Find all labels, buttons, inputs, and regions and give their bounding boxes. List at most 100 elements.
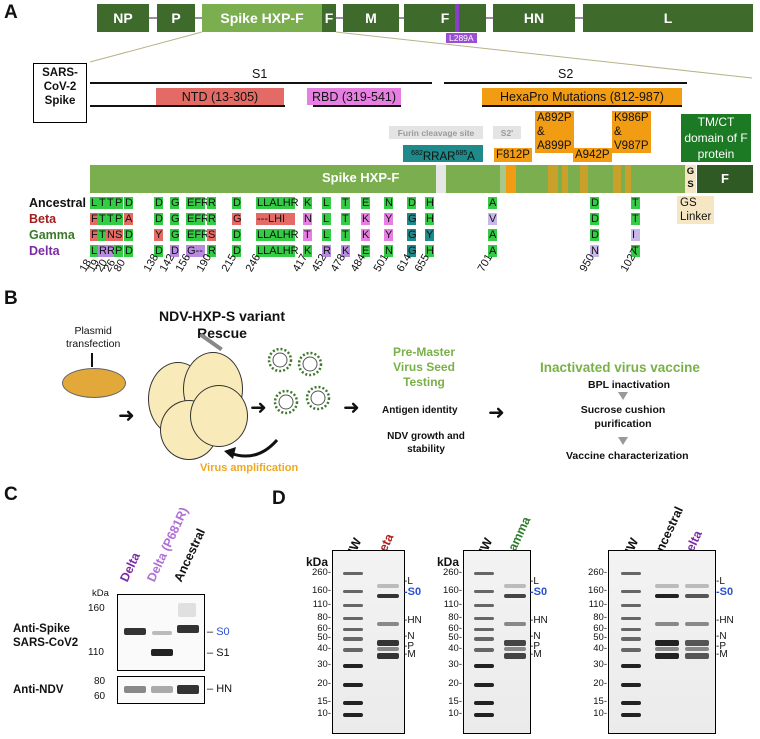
gel2-band-n <box>504 640 526 646</box>
seq-cell-gamma-26: S <box>114 229 123 241</box>
furin-cleavage-site: Furin cleavage site <box>389 126 483 139</box>
gel3-markers-160: 160- <box>587 584 607 596</box>
s1-line <box>90 82 432 84</box>
seq-cell-ancestral-950: D <box>590 197 599 209</box>
mutation-k986p-v987p: K986P & V987P <box>612 111 651 153</box>
gel3-markers-40: 40- <box>593 643 607 654</box>
seq-cell-gamma-156: EFR <box>186 229 209 241</box>
seq-cell-delta-18: L <box>90 245 99 257</box>
gel1-ladder-band <box>343 664 363 669</box>
gs-block: G S <box>685 165 696 193</box>
seq-cell-delta-478: K <box>341 245 350 257</box>
gel3-band-s0 <box>685 594 709 598</box>
bpl-inactivation-label: BPL inactivation <box>588 379 671 391</box>
seq-cell-ancestral-655: H <box>425 197 434 209</box>
gel2-band-s0 <box>504 594 526 598</box>
gel3-band-l <box>685 584 709 588</box>
seq-cell-beta-215: G <box>232 213 242 225</box>
seq-cell-delta-701: A <box>488 245 497 257</box>
band-delta-s0 <box>124 628 146 635</box>
s0-label-c: S0 <box>216 626 230 638</box>
seq-cell-beta-142: G <box>170 213 180 225</box>
seq-cell-gamma-20: N <box>106 229 115 241</box>
seq-cell-gamma-701: A <box>488 229 497 241</box>
gs-linker-label: GS Linker <box>677 196 715 224</box>
f-end-block: F <box>697 165 753 193</box>
v987p-mark <box>625 165 631 193</box>
variant-label-gamma: Gamma <box>29 228 75 242</box>
hexapro-line <box>482 105 682 107</box>
gel3-markers-30: 30- <box>593 659 607 671</box>
seq-cell-gamma-417: T <box>303 229 312 241</box>
gel3-ladder-band <box>621 571 641 575</box>
seq-cell-beta-26: P <box>114 213 123 225</box>
seq-cell-delta-417: K <box>303 245 312 257</box>
zoom-lines <box>89 31 753 79</box>
position-tick-80: 80 <box>111 257 129 274</box>
virus-particles-icon <box>267 347 331 415</box>
gel3-markers-260: 260- <box>587 566 607 578</box>
anti-spike-label: Anti-Spike SARS-CoV2 <box>13 623 79 649</box>
vaccine-characterization-label: Vaccine characterization <box>566 450 689 462</box>
gene-np: NP <box>97 4 149 32</box>
gel1-markers-10: 10- <box>317 707 331 719</box>
seq-cell-ancestral-417: K <box>303 197 312 209</box>
seq-cell-delta-190: R <box>207 245 216 257</box>
gel1 <box>332 550 405 734</box>
seq-cell-beta-701: V <box>488 213 497 225</box>
seq-cell-delta-26: P <box>114 245 123 257</box>
hn-label-c: HN <box>216 683 233 695</box>
a892p-mark <box>548 165 558 193</box>
s1-marker-c: – S1 <box>207 647 230 659</box>
gel2-ladder-band <box>474 648 494 652</box>
seq-cell-beta-19: T <box>98 213 107 225</box>
seq-cell-gamma-190: S <box>207 229 216 241</box>
seq-cell-delta-614: G <box>407 245 417 257</box>
seq-cell-ancestral-138: D <box>154 197 163 209</box>
gel2-band-p <box>504 647 526 651</box>
egg-to-virus-arrow: ➜ <box>250 397 267 419</box>
hn-marker-c: – HN <box>207 683 232 695</box>
gel3-right-l: -L <box>716 576 725 587</box>
seq-cell-gamma-18: F <box>90 229 99 241</box>
gel2-kda: kDa <box>437 555 460 569</box>
gel2-band-l <box>504 584 526 588</box>
panel-a-letter: A <box>4 2 18 23</box>
amplification-arrow <box>224 438 279 459</box>
gel3-ladder-band <box>621 712 641 717</box>
seq-cell-beta-501: Y <box>384 213 393 225</box>
gel1-markers-50: 50- <box>317 632 331 644</box>
antigen-identity-label: Antigen identity <box>382 405 458 416</box>
a942p-mark <box>580 165 588 193</box>
western-blot-spike <box>117 594 205 671</box>
gel1-ladder-band <box>343 603 363 607</box>
seq-cell-gamma-19: T <box>98 229 107 241</box>
rbd-line <box>313 105 401 107</box>
seq-cell-delta-452: R <box>322 245 331 257</box>
gel1-ladder-band <box>343 712 363 717</box>
gel3-ladder-band <box>621 589 641 593</box>
s2-line <box>444 82 687 84</box>
premaster-to-vaccine-arrow: ➜ <box>488 402 505 424</box>
gel3-markers-15: 15- <box>593 696 607 708</box>
gel2-markers-20: 20- <box>448 678 462 690</box>
seq-cell-delta-138: D <box>154 245 163 257</box>
gel1-ladder-band <box>343 648 363 652</box>
gel2-ladder-band <box>474 616 494 620</box>
seq-cell-delta-19: R <box>98 245 107 257</box>
seq-cell-gamma-142: G <box>170 229 180 241</box>
gel3-band-m <box>685 653 709 659</box>
gel1-kda: kDa <box>306 555 329 569</box>
plasmid-arrow <box>91 353 93 367</box>
rrar-sup: 685 <box>455 150 468 157</box>
gel1-band-s0 <box>377 594 399 598</box>
gel2-markers-40: 40- <box>448 643 462 654</box>
gel2-ladder-band <box>474 628 494 632</box>
gel1-ladder-band <box>343 616 363 620</box>
gel2-markers-30: 30- <box>448 659 462 671</box>
gene-f-tail: F <box>322 4 336 32</box>
k986p-mark <box>613 165 621 193</box>
gel2-markers-60: 60- <box>448 623 462 635</box>
gel1-markers-15: 15- <box>317 696 331 708</box>
seq-cell-ancestral-156: EFR <box>186 197 209 209</box>
